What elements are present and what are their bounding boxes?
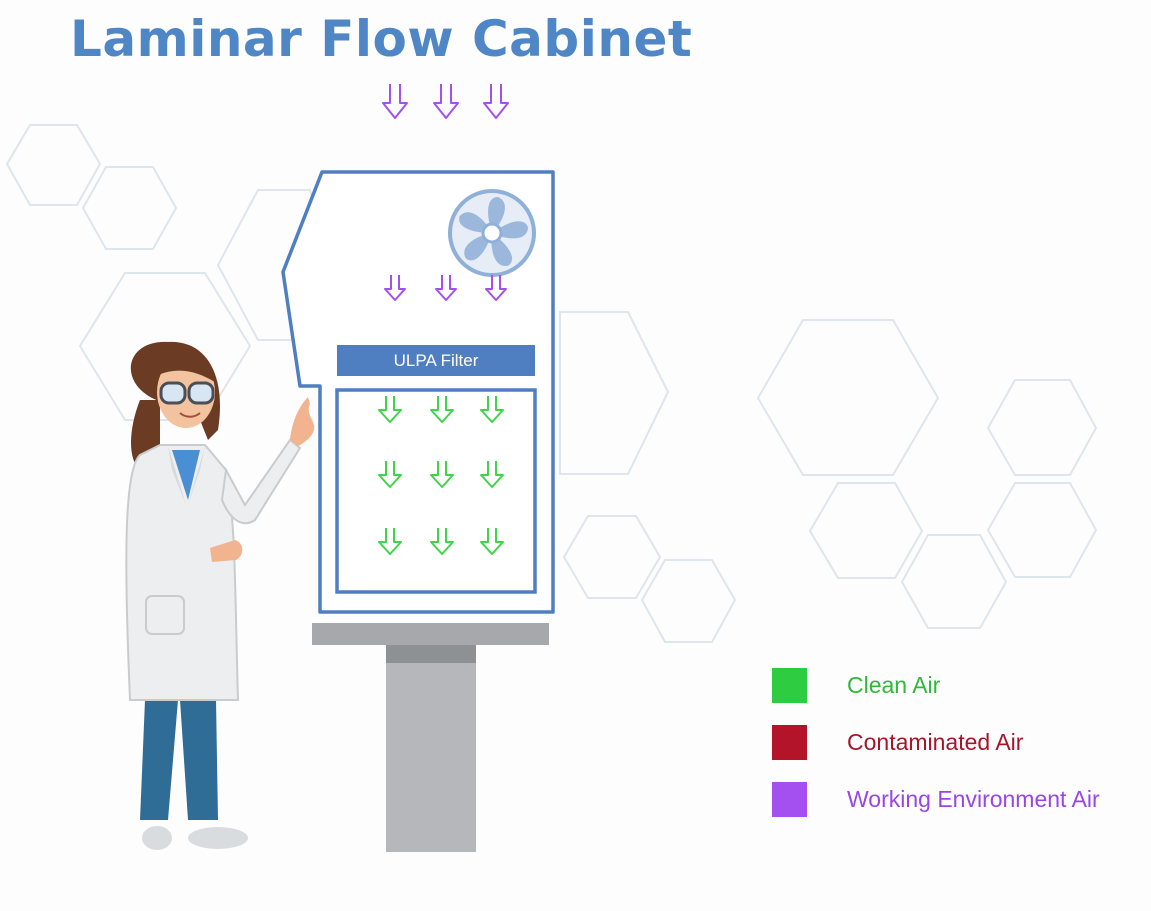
ulpa-filter-label: ULPA Filter [393, 351, 479, 370]
down-arrow-icon [384, 275, 406, 301]
down-arrow-icon [480, 528, 504, 555]
down-arrow-icon [430, 528, 454, 555]
legend-swatch-working-environment-air [772, 782, 807, 817]
down-arrow-icon [378, 396, 402, 423]
legend-swatch-contaminated-air [772, 725, 807, 760]
cabinet-stand [312, 623, 549, 852]
down-arrow-icon [378, 528, 402, 555]
scientist-illustration [125, 341, 315, 850]
down-arrow-icon [430, 461, 454, 488]
ulpa-filter-bar [337, 345, 535, 376]
down-arrow-icon [430, 396, 454, 423]
down-arrow-icon [485, 275, 507, 301]
inflow-arrows [382, 84, 509, 119]
down-arrow-icon [483, 84, 509, 119]
legend-label-contaminated-air: Contaminated Air [847, 729, 1024, 755]
fan-icon [448, 189, 536, 277]
plenum-arrows [384, 275, 507, 301]
down-arrow-icon [378, 461, 402, 488]
legend-label-working-environment-air: Working Environment Air [847, 786, 1100, 812]
legend-label-clean-air: Clean Air [847, 672, 941, 698]
clean-air-arrows [378, 396, 504, 555]
down-arrow-icon [433, 84, 459, 119]
cabinet [281, 170, 555, 614]
down-arrow-icon [480, 396, 504, 423]
hexagon-pattern [5, 124, 1098, 643]
down-arrow-icon [382, 84, 408, 119]
down-arrow-icon [480, 461, 504, 488]
legend-swatch-clean-air [772, 668, 807, 703]
page-title: Laminar Flow Cabinet [70, 10, 693, 68]
down-arrow-icon [435, 275, 457, 301]
